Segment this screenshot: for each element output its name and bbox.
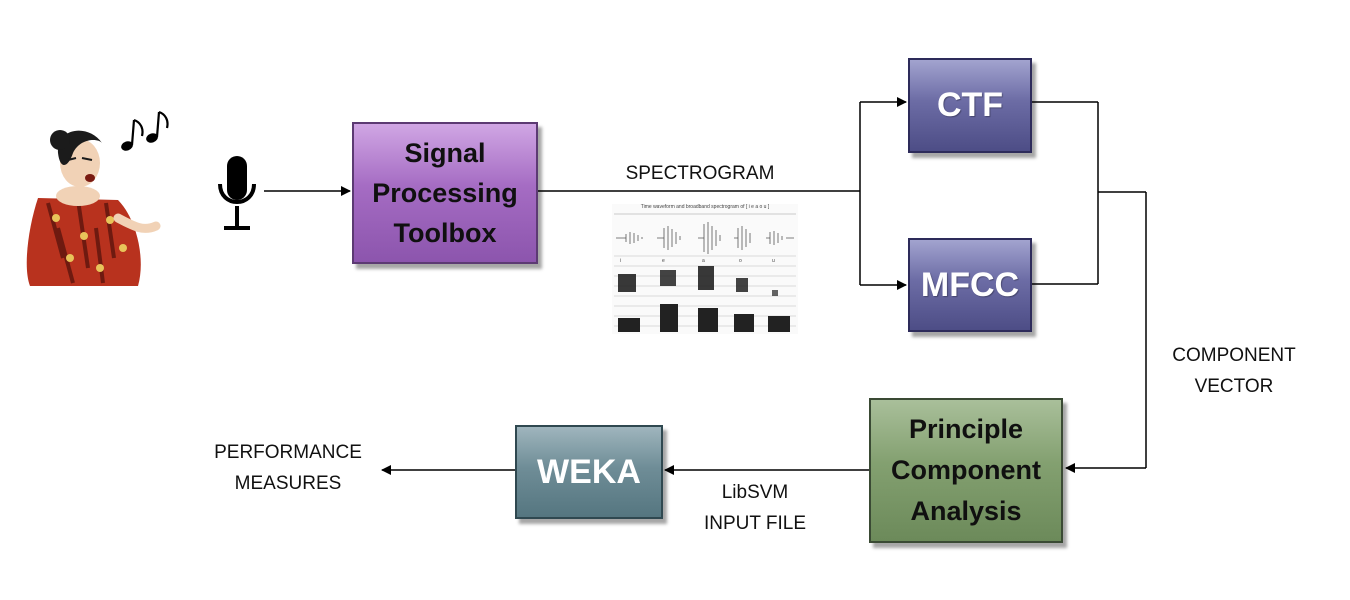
spectrogram-image: Time waveform and broadband spectrogram … xyxy=(612,204,798,334)
ctf-box: CTF xyxy=(908,58,1032,153)
component-vector-line-1: COMPONENT xyxy=(1172,345,1296,366)
vowel-label-a: a xyxy=(702,258,705,264)
weka-label: WEKA xyxy=(537,452,641,491)
spectrogram-label: SPECTROGRAM xyxy=(625,163,775,184)
music-notes-icon xyxy=(121,110,169,151)
vowel-label-e: e xyxy=(662,258,665,264)
pca-line-1: Principle xyxy=(908,414,1024,444)
pca-line-3: Analysis xyxy=(910,496,1022,526)
component-vector-line-2: VECTOR xyxy=(1194,376,1274,397)
vowel-label-i: i xyxy=(620,258,621,264)
libsvm-line-1: LibSVM xyxy=(721,482,789,503)
weka-box: WEKA xyxy=(515,425,663,519)
mfcc-box: MFCC xyxy=(908,238,1032,332)
mfcc-label: MFCC xyxy=(920,265,1020,304)
singer-illustration xyxy=(26,130,161,286)
performance-measures-label: PERFORMANCE MEASURES xyxy=(200,437,376,499)
signal-processing-line-2: Processing xyxy=(372,178,518,208)
spectrogram-title: Time waveform and broadband spectrogram … xyxy=(640,204,770,210)
component-vector-label: COMPONENT VECTOR xyxy=(1158,340,1310,402)
pca-box: Principle Component Analysis xyxy=(869,398,1063,543)
spectrogram-graphic: i e a o u xyxy=(614,213,796,332)
performance-line-1: PERFORMANCE xyxy=(214,442,362,463)
vowel-label-o: o xyxy=(739,258,742,264)
performance-line-2: MEASURES xyxy=(234,473,342,494)
libsvm-line-2: INPUT FILE xyxy=(703,513,807,534)
libsvm-label: LibSVM INPUT FILE xyxy=(690,477,820,539)
ctf-label: CTF xyxy=(936,86,1004,124)
vowel-label-u: u xyxy=(772,258,775,264)
signal-processing-line-3: Toolbox xyxy=(393,218,497,248)
signal-processing-box: Signal Processing Toolbox xyxy=(352,122,538,264)
pca-line-2: Component xyxy=(891,455,1041,485)
microphone-icon xyxy=(218,156,256,230)
signal-processing-line-1: Signal xyxy=(404,138,486,168)
